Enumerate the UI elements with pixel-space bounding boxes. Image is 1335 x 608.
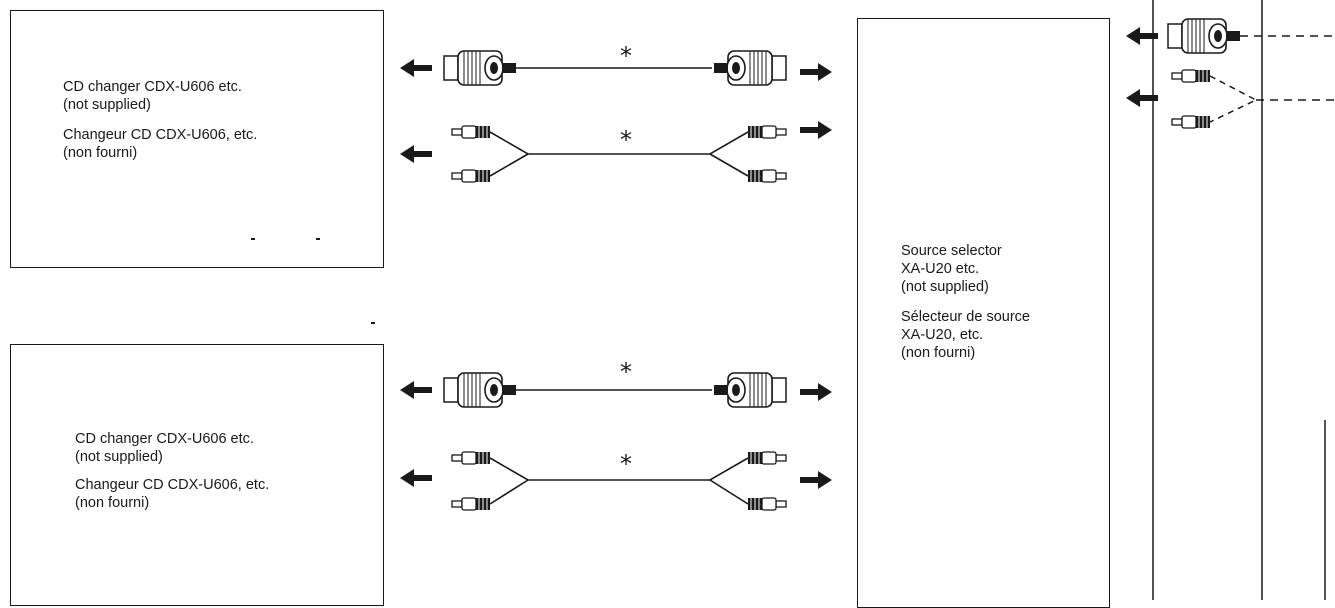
cd-changer-lower-box (10, 344, 384, 606)
rca-plug-icon (451, 169, 491, 183)
signal-arrow-icon (800, 63, 832, 81)
cd-changer-upper-label-en: CD changer CDX-U606 etc. (not supplied) (63, 79, 242, 113)
cable-asterisk-lower-bus: * (620, 358, 632, 386)
bus-cable-plug-icon (443, 372, 517, 408)
signal-arrow-icon (400, 145, 432, 163)
cd-changer-lower-label-en: CD changer CDX-U606 etc. (not supplied) (75, 431, 254, 465)
cable-asterisk-upper-rca: * (620, 126, 632, 154)
signal-arrow-icon (800, 471, 832, 489)
rca-plug-icon (451, 497, 491, 511)
signal-arrow-icon (800, 383, 832, 401)
rca-plug-icon (451, 125, 491, 139)
cable-asterisk-upper-bus: * (620, 42, 632, 70)
cd-changer-upper-label-fr: Changeur CD CDX-U606, etc. (non fourni) (63, 127, 258, 161)
rca-output-right (1126, 69, 1335, 129)
bus-cable-upper (400, 50, 832, 86)
bus-cable-plug-icon (443, 50, 517, 86)
panel-mark (251, 238, 255, 240)
bus-cable-lower (400, 372, 832, 408)
rca-plug-icon (451, 451, 491, 465)
source-selector-label-en: Source selector XA-U20 etc. (not supplie… (901, 243, 1002, 295)
rca-plug-icon (1171, 115, 1211, 129)
cable-asterisk-lower-rca: * (620, 450, 632, 478)
signal-arrow-icon (400, 381, 432, 399)
signal-arrow-icon (400, 59, 432, 77)
rca-plug-icon (747, 125, 787, 139)
cd-changer-lower-label-fr: Changeur CD CDX-U606, etc. (non fourni) (75, 477, 270, 511)
rca-plug-icon (747, 497, 787, 511)
rca-plug-icon (747, 451, 787, 465)
rca-cable-upper (400, 121, 832, 183)
source-selector-label-fr: Sélecteur de source XA-U20, etc. (non fo… (901, 309, 1030, 361)
bus-cable-plug-icon (713, 372, 787, 408)
rca-plug-icon (1171, 69, 1211, 83)
signal-arrow-icon (800, 121, 832, 139)
bus-cable-plug-icon (1167, 18, 1241, 54)
rca-plug-icon (747, 169, 787, 183)
panel-mark (316, 238, 320, 240)
cd-changer-upper-box (10, 10, 384, 268)
bus-output-right (1126, 18, 1335, 54)
signal-arrow-icon (400, 469, 432, 487)
rca-cable-lower (400, 451, 832, 511)
panel-mark (371, 322, 375, 324)
bus-cable-plug-icon (713, 50, 787, 86)
